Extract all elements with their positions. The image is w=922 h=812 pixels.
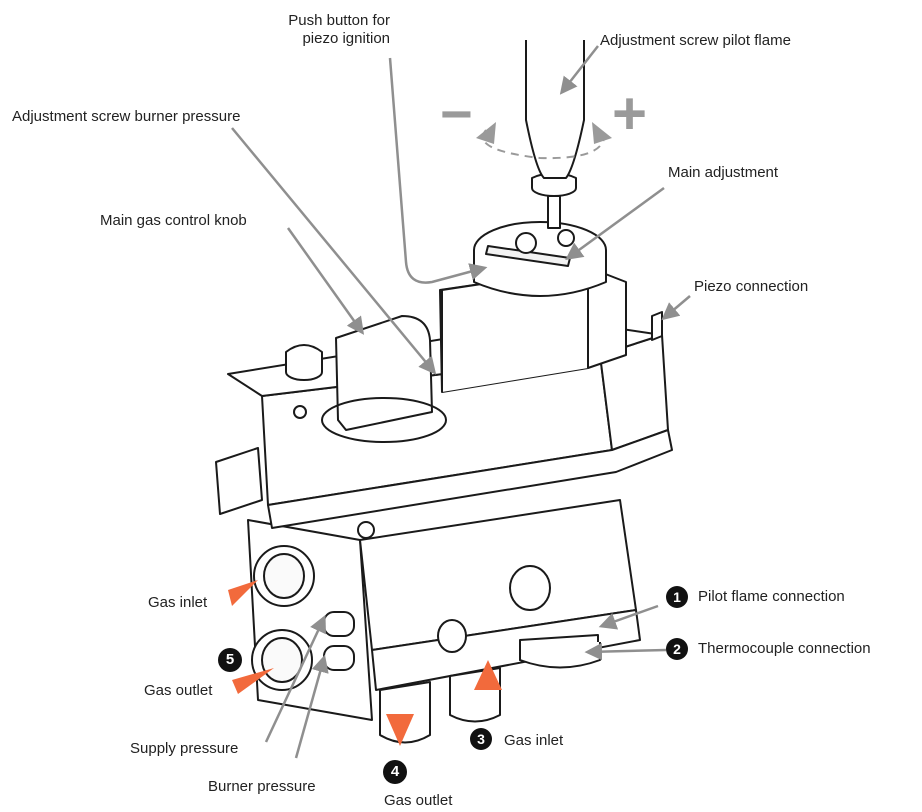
badge-1: 1 — [666, 586, 688, 608]
label-pilot-flame-connection: Pilot flame connection — [698, 588, 845, 605]
badge-4: 4 — [383, 760, 407, 784]
label-supply-pressure: Supply pressure — [130, 740, 239, 757]
arrow-gas-outlet-bottom — [386, 714, 414, 746]
badge-5: 5 — [218, 648, 242, 672]
leader-pilot-flame — [598, 604, 659, 630]
label-pilot-screw: Adjustment screw pilot flame — [600, 32, 791, 49]
leader-control-knob — [286, 227, 365, 335]
leader-burner-screw — [231, 127, 437, 375]
valve-body — [215, 40, 673, 744]
arrow-gas-outlet-left — [232, 668, 274, 694]
plus-symbol: + — [612, 80, 648, 147]
leader-supply-pressure — [264, 614, 326, 743]
leader-push-button — [388, 57, 488, 284]
label-gas-outlet-left: Gas outlet — [144, 682, 213, 699]
label-gas-inlet-bottom: Gas inlet — [504, 732, 564, 749]
leader-main-adjustment — [565, 186, 665, 261]
badge-2: 2 — [666, 638, 688, 660]
badge-3: 3 — [470, 728, 492, 750]
label-piezo-connection: Piezo connection — [694, 278, 809, 295]
label-burner-pressure: Burner pressure — [208, 778, 316, 795]
arrow-gas-inlet-left — [228, 580, 258, 606]
label-burner-screw: Adjustment screw burner pressure — [12, 108, 241, 125]
label-control-knob: Main gas control knob — [100, 212, 247, 229]
label-push-button: Push button for piezo ignition — [288, 12, 390, 47]
flow-arrows — [228, 580, 502, 746]
label-main-adjustment: Main adjustment — [668, 164, 779, 181]
label-thermocouple-connection: Thermocouple connection — [698, 640, 871, 657]
rotation-guide — [476, 122, 612, 160]
leader-piezo — [661, 295, 691, 321]
minus-symbol: − — [440, 82, 473, 145]
label-gas-outlet-bottom: Gas outlet — [384, 792, 453, 809]
label-gas-inlet-left: Gas inlet — [148, 594, 208, 611]
arrow-gas-inlet-bottom — [474, 660, 502, 690]
leader-thermocouple — [584, 642, 667, 661]
leader-burner-pressure — [294, 654, 329, 759]
leader-pilot-screw — [559, 45, 599, 95]
leader-lines — [231, 45, 691, 759]
